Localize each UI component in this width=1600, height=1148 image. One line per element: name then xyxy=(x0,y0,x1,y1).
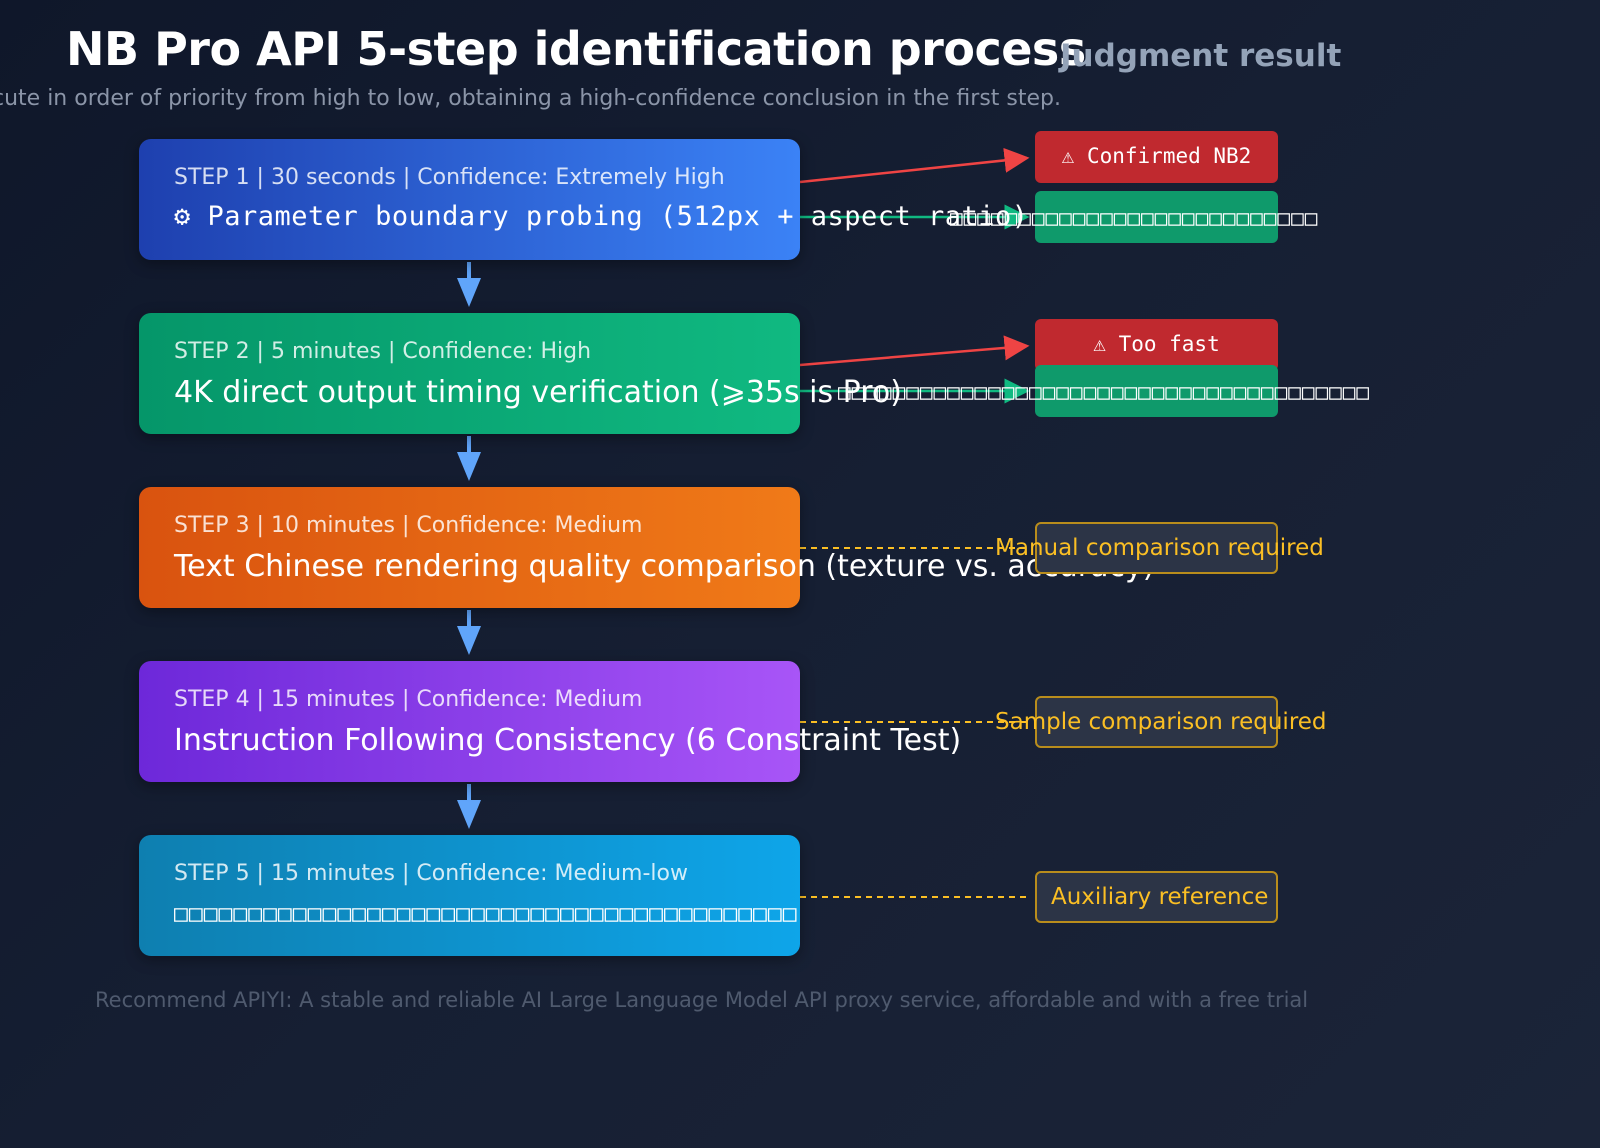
step-3-description: Text Chinese rendering quality compariso… xyxy=(174,549,1155,584)
step-1-pass-label: □□□□□□□□□□□□□□□□□□□□□□□□□□□ xyxy=(950,206,1319,230)
step-2-box: STEP 2 | 5 minutes | Confidence: High 4K… xyxy=(139,313,902,434)
step-2-fail-badge: ⚠ Too fast xyxy=(1035,319,1278,371)
step-4-result-badge xyxy=(1035,696,1278,748)
step-4-description: Instruction Following Consistency (6 Con… xyxy=(174,723,962,758)
step-1-meta: STEP 1 | 30 seconds | Confidence: Extrem… xyxy=(174,165,725,190)
step-1-fail-badge: ⚠ Confirmed NB2 xyxy=(1035,131,1278,183)
flow-arrow-2 xyxy=(457,436,481,481)
page-subtitle: cute in order of priority from high to l… xyxy=(0,86,1061,111)
step-5-description: □□□□□□□□□□□□□□□□□□□□□□□□□□□□□□□□□□□□□□□□… xyxy=(174,901,798,927)
step-4-meta: STEP 4 | 15 minutes | Confidence: Medium xyxy=(174,687,643,712)
step-2-description: 4K direct output timing verification (⩾3… xyxy=(174,375,902,410)
page-title: NB Pro API 5-step identification process xyxy=(66,22,1086,76)
step-3-result-badge xyxy=(1035,522,1278,574)
step-5-result-label: Auxiliary reference xyxy=(1051,884,1269,910)
step1-red-connector xyxy=(799,147,1030,184)
footer-note: Recommend APIYI: A stable and reliable A… xyxy=(95,988,1309,1012)
step-2-meta: STEP 2 | 5 minutes | Confidence: High xyxy=(174,339,592,364)
flow-arrow-3 xyxy=(457,610,481,655)
step-2-fail-label: ⚠ Too fast xyxy=(1093,332,1220,356)
flow-arrow-1 xyxy=(457,262,481,307)
step-5-box: STEP 5 | 15 minutes | Confidence: Medium… xyxy=(139,835,800,956)
step-1-pass-badge xyxy=(1035,191,1278,243)
step-4-result-label: Sample comparison required xyxy=(995,709,1327,735)
step-1-box: STEP 1 | 30 seconds | Confidence: Extrem… xyxy=(139,139,1028,260)
step-5-result-badge xyxy=(1035,871,1278,923)
step-1-description: ⚙ Parameter boundary probing (512px + as… xyxy=(174,201,1029,232)
flow-arrow-4 xyxy=(457,784,481,829)
step-3-result-label: Manual comparison required xyxy=(995,535,1324,561)
step-2-pass-label: □□□□□□□□□□□□□□□□□□□□□□□□□□□□□□□□□□□□□□□ xyxy=(838,380,1371,404)
step-3-box: STEP 3 | 10 minutes | Confidence: Medium… xyxy=(139,487,1154,608)
step-2-pass-badge xyxy=(1035,365,1278,417)
result-column-title: Judgment result xyxy=(1060,38,1342,74)
step2-red-connector xyxy=(799,335,1030,367)
step-5-meta: STEP 5 | 15 minutes | Confidence: Medium… xyxy=(174,861,688,886)
step-1-fail-label: ⚠ Confirmed NB2 xyxy=(1061,144,1252,168)
step-4-box: STEP 4 | 15 minutes | Confidence: Medium… xyxy=(139,661,961,782)
step-3-meta: STEP 3 | 10 minutes | Confidence: Medium xyxy=(174,513,643,538)
